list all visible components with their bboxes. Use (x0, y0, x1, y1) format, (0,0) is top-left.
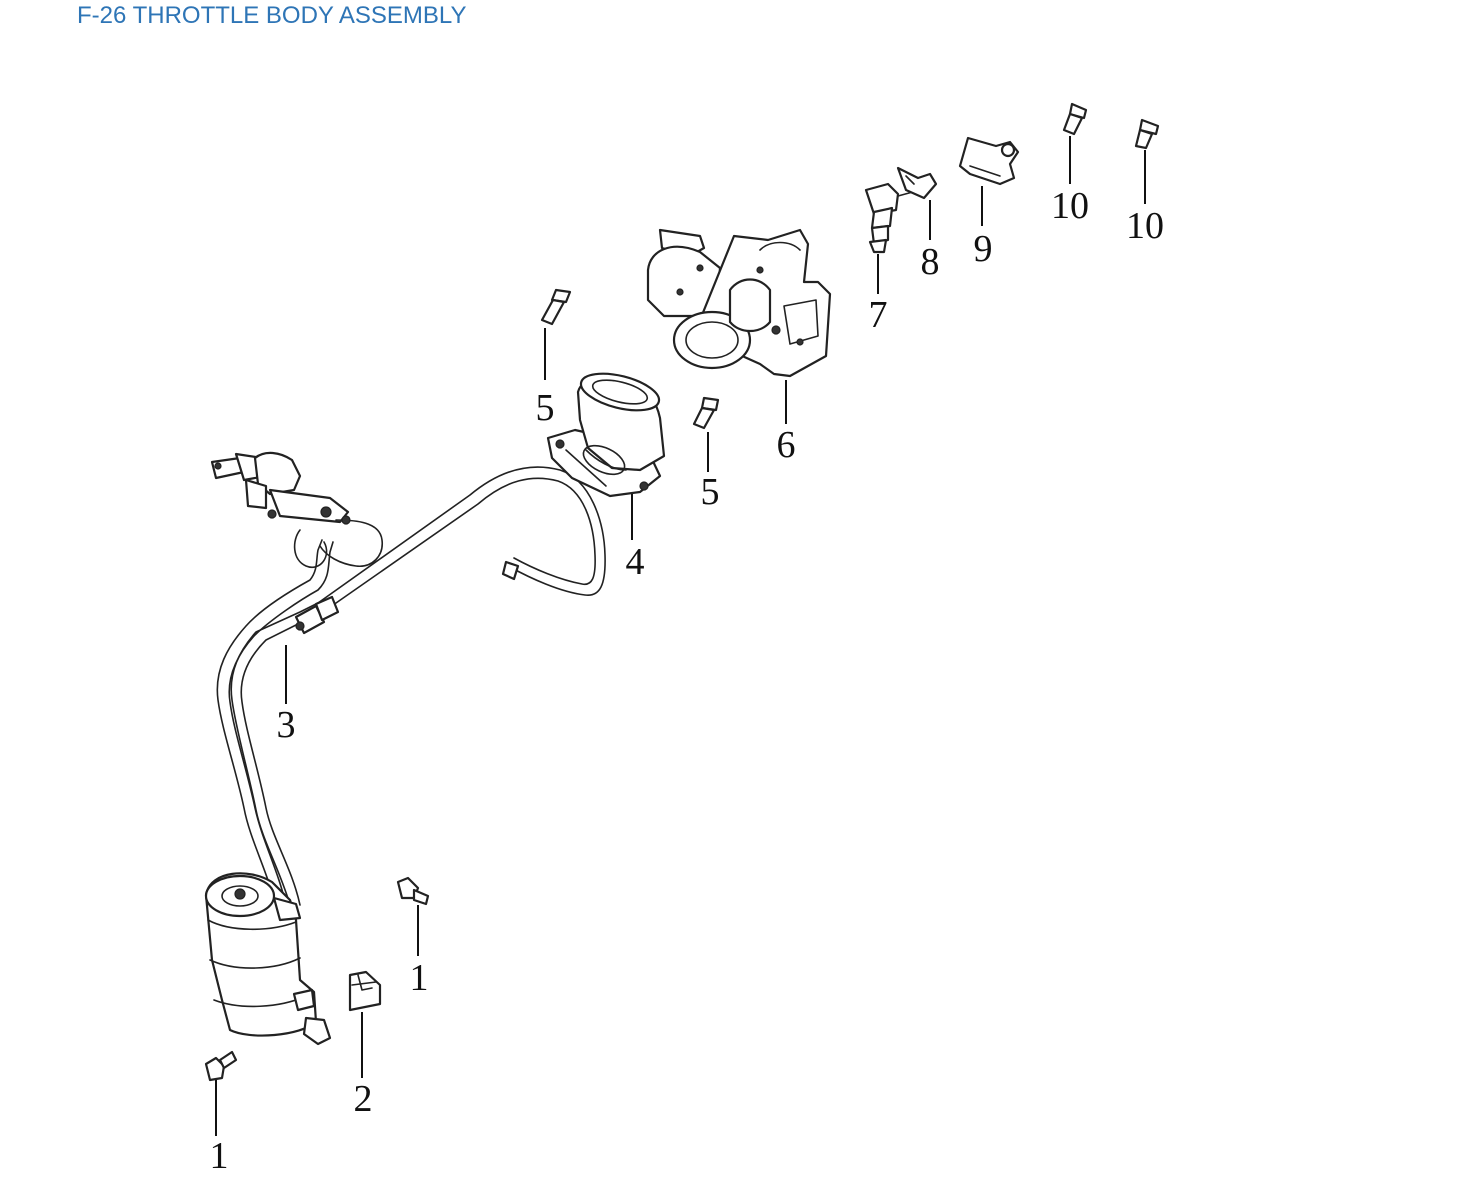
callout-1-lower: 1 (210, 1135, 229, 1177)
flange-bolt-icon (204, 876, 430, 1082)
intake-joint-icon (546, 372, 666, 498)
fuel-injector-icon (864, 182, 921, 254)
leader-lines (215, 136, 1146, 1136)
evap-canister-icon (204, 872, 332, 1046)
callout-9: 9 (974, 228, 993, 270)
callout-2: 2 (354, 1078, 373, 1120)
callout-5-right: 5 (701, 471, 720, 513)
fuel-fitting-icon (210, 451, 383, 569)
screw-icon (1062, 102, 1160, 150)
throttle-body-icon (646, 228, 832, 378)
sensor-icon (958, 136, 1020, 186)
injector-clip-icon (896, 166, 938, 200)
page-title: F-26 THROTTLE BODY ASSEMBLY (77, 2, 467, 29)
callout-1-upper: 1 (410, 957, 429, 999)
callout-6: 6 (777, 424, 796, 466)
canister-clip-icon (348, 970, 382, 1012)
callout-8: 8 (921, 241, 940, 283)
callout-3: 3 (277, 704, 296, 746)
callout-numbers: 1 1 2 3 4 5 5 6 7 8 9 10 10 (210, 185, 1165, 1177)
callout-5-left: 5 (536, 387, 555, 429)
callout-4: 4 (626, 541, 645, 583)
callout-7: 7 (869, 294, 888, 336)
callout-10-right: 10 (1126, 205, 1164, 247)
vapor-hose-icon (216, 466, 606, 906)
flange-bolt-icon (540, 288, 720, 430)
callout-10-left: 10 (1051, 185, 1089, 227)
